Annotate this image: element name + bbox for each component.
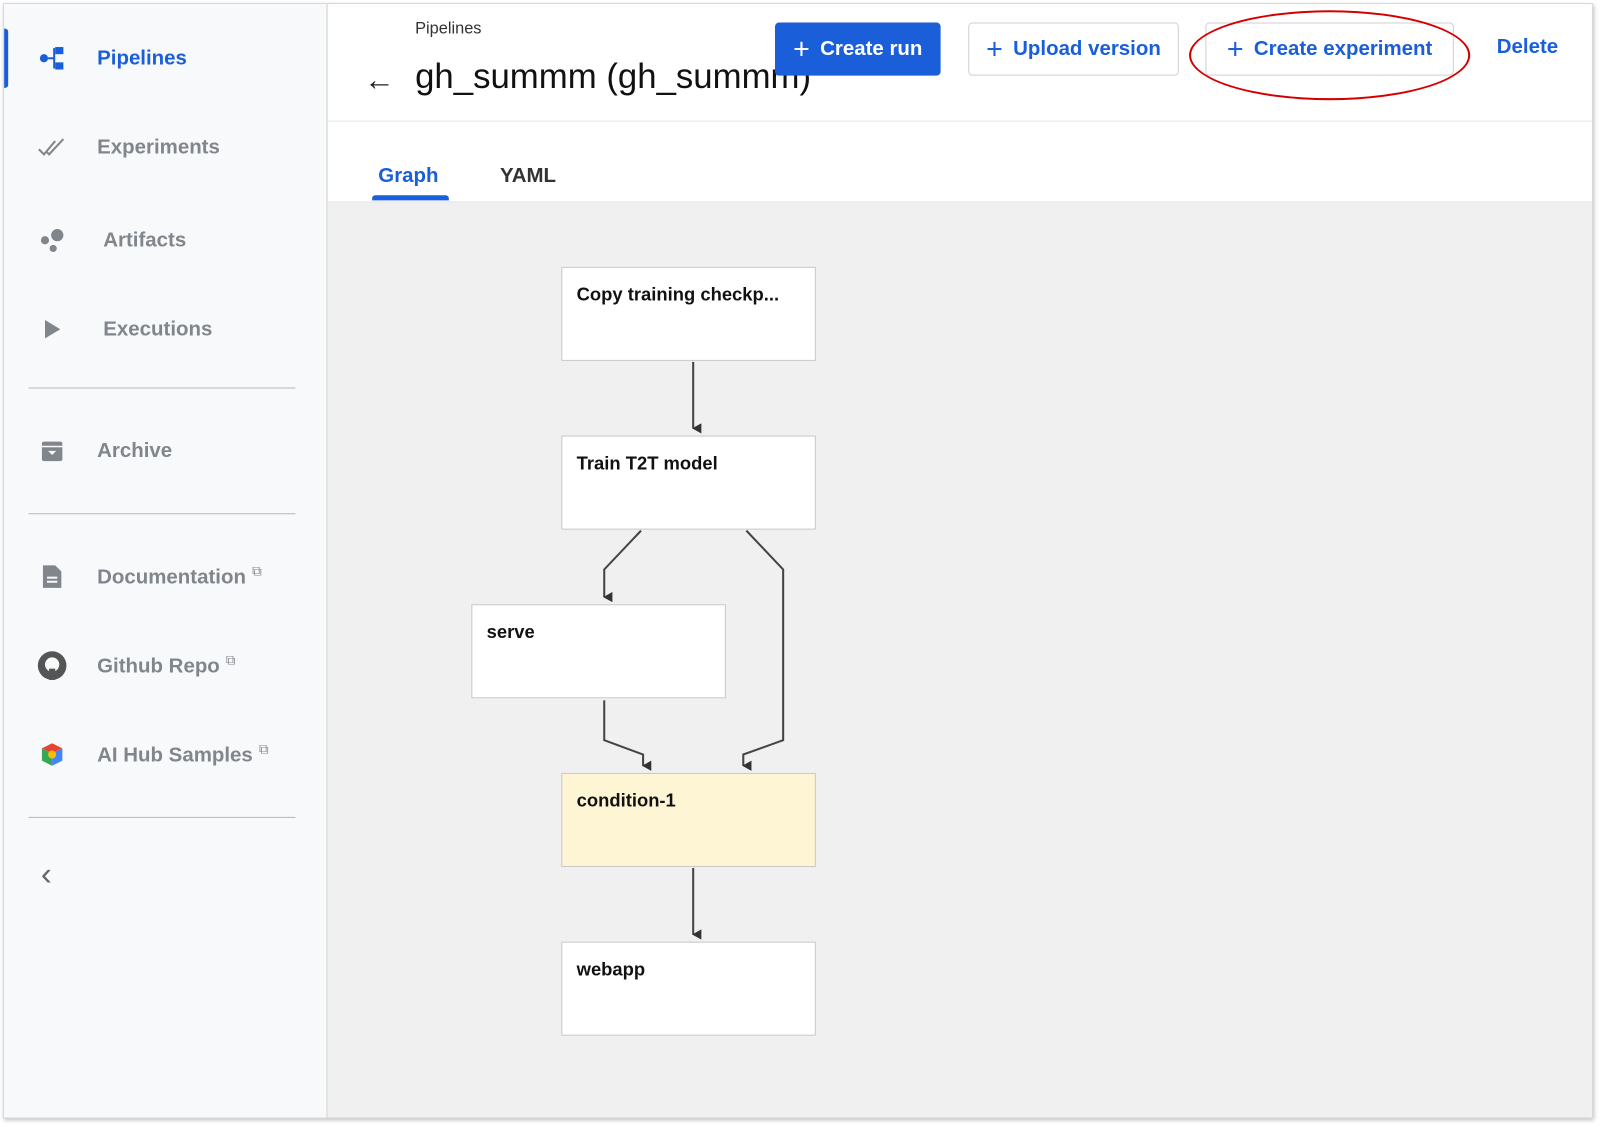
create-run-button[interactable]: + Create run [774,22,941,76]
sidebar-item-executions[interactable]: Executions [4,304,326,355]
artifacts-icon [37,225,68,256]
label-text: AI Hub Samples [97,744,253,767]
edge-train-to-serve [603,529,642,603]
breadcrumb[interactable]: Pipelines [415,20,482,38]
button-label: Create experiment [1253,37,1433,60]
collapse-sidebar-button[interactable]: ‹ [40,854,52,892]
upload-version-button[interactable]: + Upload version [968,22,1179,76]
sidebar-item-label: AI Hub Samples ⧉ [97,741,268,767]
double-check-icon [37,132,68,163]
sidebar-item-pipelines[interactable]: Pipelines [4,33,326,84]
sidebar-item-label: Artifacts [103,228,187,251]
tab-bar: Graph YAML [328,121,1592,203]
active-tab-indicator [372,195,449,201]
pipelines-icon [37,43,68,74]
external-link-icon: ⧉ [252,563,262,579]
label-text: Documentation [97,566,246,589]
sidebar-item-archive[interactable]: Archive [4,425,326,476]
archive-icon [37,436,68,467]
sidebar-item-label: Archive [97,439,173,462]
sidebar-item-github-repo[interactable]: Github Repo ⧉ [4,640,326,691]
external-link-icon: ⧉ [225,652,236,668]
sidebar: Pipelines Experiments Artifacts Executio… [4,4,329,1118]
ai-hub-icon [37,739,68,770]
page-title: gh_summm (gh_summm) [415,57,812,97]
tab-yaml[interactable]: YAML [499,164,557,188]
active-indicator [4,28,9,88]
sidebar-item-artifacts[interactable]: Artifacts [4,215,326,266]
button-label: Create run [820,37,923,60]
graph-node-train-t2t-model[interactable]: Train T2T model [561,435,816,530]
create-experiment-button[interactable]: + Create experiment [1205,22,1454,76]
github-icon [37,650,68,681]
graph-node-copy-training-checkpoint[interactable]: Copy training checkp... [561,266,816,361]
sidebar-item-label: Github Repo ⧉ [97,652,235,678]
back-arrow-icon[interactable]: ← [363,63,395,98]
app-window: Pipelines Experiments Artifacts Executio… [3,3,1593,1119]
sidebar-item-label: Executions [103,317,213,340]
page-header: Pipelines ← gh_summm (gh_summm) + Create … [328,4,1592,122]
edge-serve-to-condition [603,700,652,771]
play-icon [37,314,68,345]
sidebar-item-label: Documentation ⧉ [97,564,261,590]
sidebar-divider [28,387,296,389]
sidebar-item-label: Experiments [97,135,220,158]
label-text: Github Repo [97,655,220,678]
tab-graph[interactable]: Graph [378,164,439,188]
plus-icon: + [1226,32,1244,65]
sidebar-item-label: Pipelines [97,46,187,70]
plus-icon: + [793,32,810,65]
graph-node-condition-1[interactable]: condition-1 [561,772,816,867]
external-link-icon: ⧉ [258,741,269,757]
sidebar-divider [28,513,296,515]
graph-edges [603,361,785,940]
graph-node-serve[interactable]: serve [471,604,726,699]
sidebar-item-ai-hub-samples[interactable]: AI Hub Samples ⧉ [4,729,326,780]
delete-button[interactable]: Delete [1496,35,1559,58]
sidebar-divider [28,816,296,818]
edge-train-to-condition [742,529,785,771]
button-label: Upload version [1013,37,1161,60]
graph-canvas: Copy training checkp... Train T2T model … [328,202,1592,1118]
document-icon [37,561,68,592]
plus-icon: + [986,32,1003,65]
sidebar-item-documentation[interactable]: Documentation ⧉ [4,551,326,602]
graph-node-webapp[interactable]: webapp [561,941,816,1036]
sidebar-item-experiments[interactable]: Experiments [4,122,326,173]
